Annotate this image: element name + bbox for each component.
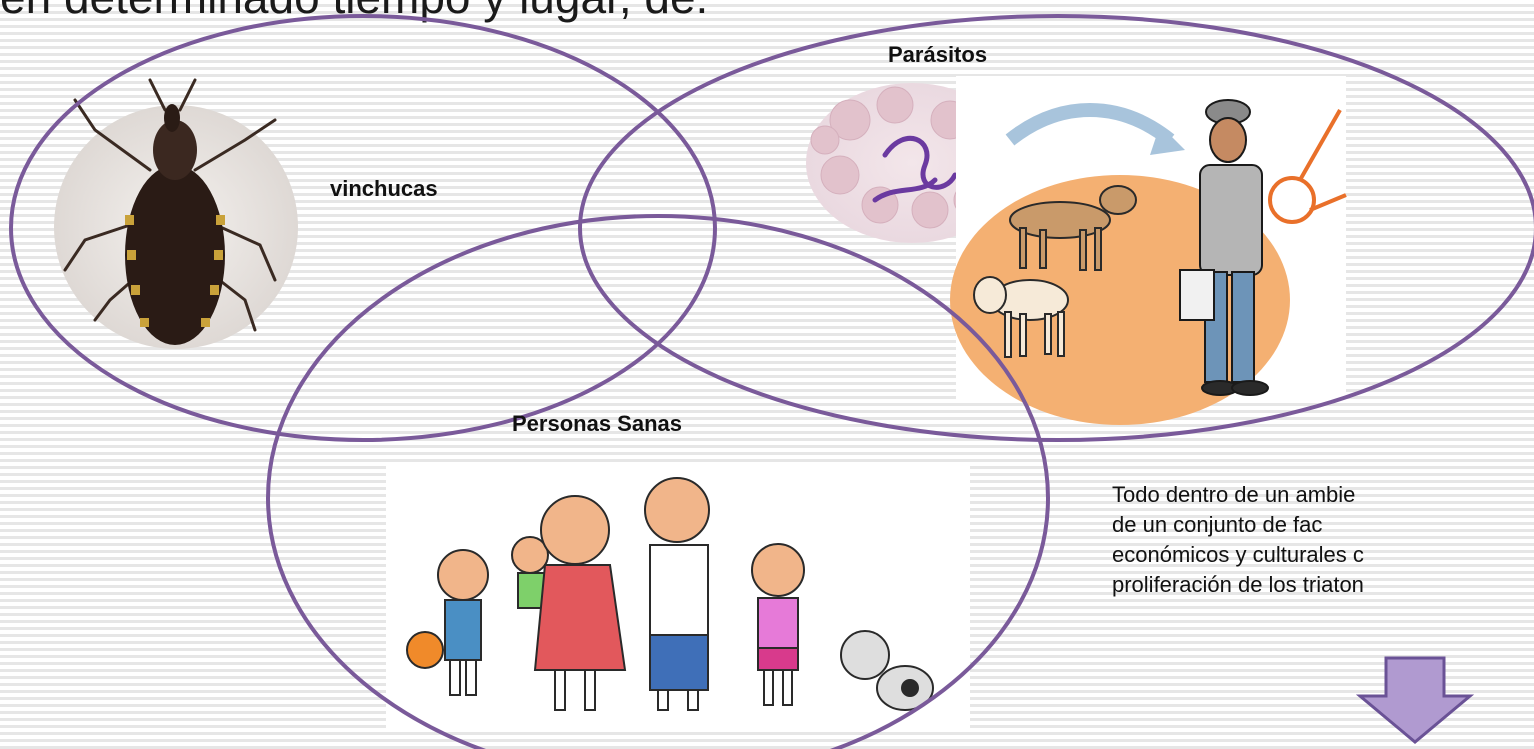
parasitos-circle: [578, 14, 1534, 442]
vinchucas-circle: [9, 14, 717, 442]
vinchuca-photo: [54, 78, 298, 349]
slide-heading: en determinado tiempo y lugar, de:: [0, 0, 708, 20]
parasitos-label: Parásitos: [888, 42, 988, 67]
healthy-family-drawing: [386, 466, 970, 730]
paragraph-line: proliferación de los triaton: [1112, 572, 1364, 597]
environment-paragraph: Todo dentro de un ambie de un conjunto d…: [1112, 480, 1534, 600]
paragraph-line: económicos y culturales c: [1112, 542, 1364, 567]
personas-label: Personas Sanas: [512, 411, 682, 436]
paragraph-line: Todo dentro de un ambie: [1112, 482, 1356, 507]
vinchucas-label: vinchucas: [330, 176, 438, 201]
transmission-cycle-illustration: [950, 76, 1347, 425]
paragraph-line: de un conjunto de fac: [1112, 512, 1323, 537]
personas-circle: [266, 214, 1050, 749]
down-arrow-icon: [1356, 656, 1474, 744]
